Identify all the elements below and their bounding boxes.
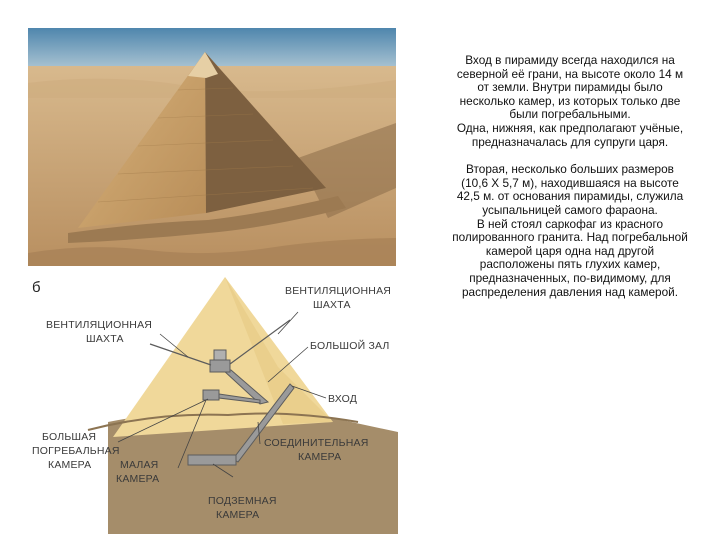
label-grand-gallery: БОЛЬШОЙ ЗАЛ (310, 339, 390, 352)
pyramid-photo (28, 28, 396, 266)
figure-label: б (32, 279, 41, 296)
label-small-chamber-line1: МАЛАЯ (120, 459, 158, 471)
label-big-burial-line1: БОЛЬШАЯ (42, 431, 96, 443)
label-underground-chamber-line2: КАМЕРА (216, 509, 259, 521)
descending-passage (232, 383, 295, 463)
paragraph-sarcophagus: В ней стоял саркофаг из красного полиров… (452, 216, 688, 299)
label-connecting-chamber-line1: СОЕДИНИТЕЛЬНАЯ (264, 437, 368, 449)
paragraph-kings-chamber: Вторая, несколько больших размеров (10,6… (456, 162, 684, 217)
label-big-burial-line3: КАМЕРА (48, 459, 91, 471)
ground-strata (108, 410, 398, 534)
label-vent-shaft-left-line2: ШАХТА (86, 333, 124, 345)
paragraph-queens-chamber: Одна, нижняя, как предполагают учёные, п… (456, 120, 684, 149)
label-underground-chamber-line1: ПОДЗЕМНАЯ (208, 495, 277, 507)
paragraph-entrance: Вход в пирамиду всегда находился на севе… (456, 53, 684, 122)
pyramid-shadow-face (205, 52, 326, 213)
pyramid-photo-image (28, 28, 396, 266)
label-vent-shaft-right-line2: ШАХТА (313, 299, 351, 311)
underground-chamber (187, 454, 237, 466)
description-text: Вход в пирамиду всегда находился на севе… (452, 53, 688, 299)
label-vent-shaft-right-line1: ВЕНТИЛЯЦИОННАЯ (285, 285, 391, 297)
label-big-burial-line2: ПОГРЕБАЛЬНАЯ (32, 445, 120, 457)
label-entrance: ВХОД (328, 393, 357, 405)
label-small-chamber-line2: КАМЕРА (116, 473, 159, 485)
queens-chamber (202, 389, 220, 401)
kings-chamber (209, 359, 231, 373)
pyramid-lit-face (78, 52, 206, 228)
pyramid-cross-section-diagram: б ВЕНТИЛЯЦИОННАЯ ШАХТА ВЕНТИЛЯЦИОННАЯ ША… (28, 272, 398, 534)
label-vent-shaft-left-line1: ВЕНТИЛЯЦИОННАЯ (46, 319, 152, 331)
label-connecting-chamber-line2: КАМЕРА (298, 451, 341, 463)
